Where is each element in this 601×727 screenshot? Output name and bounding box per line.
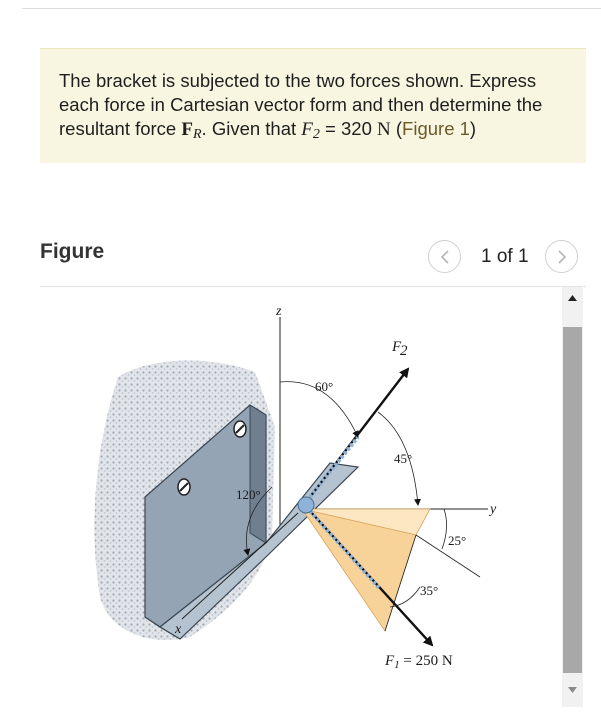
figure-viewport: z x y 2 F 60° 45° xyxy=(40,287,560,707)
resultant-symbol: F xyxy=(181,119,193,140)
previous-figure-button[interactable] xyxy=(428,240,461,273)
bolt-lower-slot xyxy=(179,482,189,492)
bracket-force-diagram: z x y 2 F 60° 45° xyxy=(94,304,497,671)
problem-text-given: . Given that xyxy=(201,118,302,139)
scroll-thumb[interactable] xyxy=(563,327,582,673)
f1-value: = 250 N xyxy=(400,653,453,669)
angle-45-arc xyxy=(377,411,421,506)
chevron-right-icon xyxy=(558,250,567,264)
triangle-up-icon xyxy=(568,295,577,301)
scroll-up-button[interactable] xyxy=(562,287,583,309)
problem-statement-box: The bracket is subjected to the two forc… xyxy=(40,48,586,163)
bracket-plate-edge xyxy=(249,404,267,544)
figure-divider xyxy=(40,286,586,287)
f1-vertical-component xyxy=(384,534,417,632)
angle-120-label: 120° xyxy=(236,487,261,502)
f2-value: = 320 xyxy=(319,118,377,139)
angle-35-label: 35° xyxy=(420,583,438,598)
angle-25-arc xyxy=(441,508,447,550)
attachment-knot xyxy=(297,496,315,514)
f2-label: 2 xyxy=(400,343,408,359)
f1-label: F1 = 250 N xyxy=(384,653,453,671)
triangle-down-icon xyxy=(568,687,577,693)
f2-label-letter: F xyxy=(391,339,402,355)
figure-scrollbar[interactable] xyxy=(562,287,583,707)
scroll-down-button[interactable] xyxy=(562,679,583,701)
x-axis-label: x xyxy=(174,622,182,637)
f1-rope xyxy=(308,509,382,591)
figure-pager: 1 of 1 xyxy=(428,240,584,274)
f2-rope xyxy=(308,435,360,499)
angle-60-label: 60° xyxy=(315,379,333,394)
angle-60-arc xyxy=(279,381,359,438)
f1-projection-line xyxy=(415,534,481,578)
figure-link[interactable]: Figure 1 xyxy=(402,118,470,139)
f2-unit: N xyxy=(377,119,391,140)
top-divider xyxy=(22,8,601,9)
angle-120-arc xyxy=(243,486,273,556)
figure-heading: Figure xyxy=(40,240,105,263)
next-figure-button[interactable] xyxy=(545,240,578,273)
paren-close: ) xyxy=(469,118,477,139)
f1-label-letter: F xyxy=(384,653,395,669)
resultant-subscript: R xyxy=(192,127,202,142)
angle-45-label: 45° xyxy=(394,451,412,466)
x-axis-line xyxy=(181,512,299,620)
f2-symbol: F xyxy=(301,119,313,140)
bracket-base-edge xyxy=(144,616,181,640)
f1-label-sub: 1 xyxy=(394,659,400,671)
problem-text-intro: The bracket is subjected to the two forc… xyxy=(59,70,543,139)
angle-35-arc xyxy=(389,586,421,608)
z-axis-label: z xyxy=(275,304,282,319)
f2-subscript: 2 xyxy=(312,127,320,142)
y-axis-label: y xyxy=(488,502,497,517)
angle-25-label: 25° xyxy=(448,533,466,548)
figure-page-indicator: 1 of 1 xyxy=(481,246,529,267)
chevron-left-icon xyxy=(440,250,449,264)
bolt-upper-slot xyxy=(235,424,245,434)
problem-statement: The bracket is subjected to the two forc… xyxy=(59,69,579,144)
paren-open: ( xyxy=(390,118,403,139)
